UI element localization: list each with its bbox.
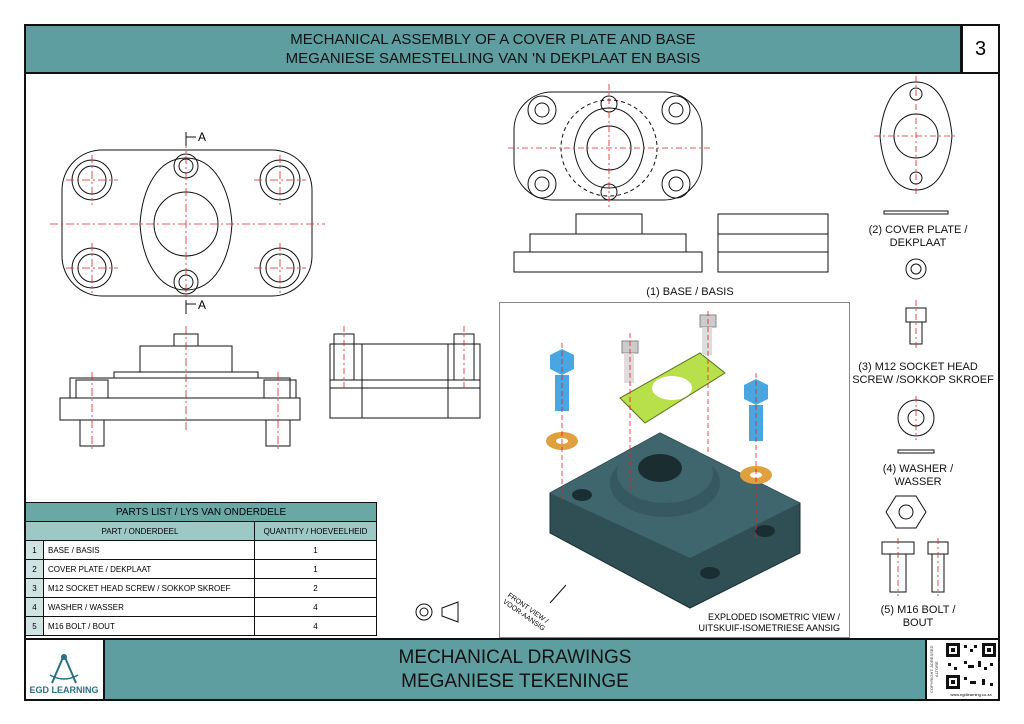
row-part: M16 BOLT / BOUT xyxy=(43,616,255,636)
base-front-view xyxy=(59,333,301,447)
label-bolt-2: BOUT xyxy=(902,617,934,629)
front-view-arrow xyxy=(549,584,567,604)
parts-centerlines xyxy=(874,76,958,596)
col-qty: QUANTITY / HOEVEELHEID xyxy=(254,521,377,541)
row-qty: 1 xyxy=(254,559,377,579)
iso-centerlines xyxy=(561,311,757,539)
row-qty: 4 xyxy=(254,616,377,636)
footer-title-afrikaans: MEGANIESE TEKENINGE xyxy=(401,670,629,692)
row-part: M12 SOCKET HEAD SCREW / SOKKOP SKROEF xyxy=(43,578,255,598)
isometric-illustration xyxy=(546,311,801,609)
row-part: BASE / BASIS xyxy=(43,540,255,560)
qr-code-icon[interactable] xyxy=(944,641,998,691)
row-number: 1 xyxy=(25,540,44,560)
section-centerlines xyxy=(343,326,465,390)
base-side-views xyxy=(513,213,829,273)
front-centerlines xyxy=(91,326,279,452)
col-part: PART / ONDERDEEL xyxy=(25,521,255,541)
base-top-centerlines xyxy=(50,140,325,305)
title-afrikaans: MEGANIESE SAMESTELLING VAN 'N DEKPLAAT E… xyxy=(285,50,701,67)
row-part: WASHER / WASSER xyxy=(43,597,255,617)
label-screw-2: SCREW /SOKKOP SKROEF xyxy=(852,374,994,386)
label-cover-2: DEKPLAAT xyxy=(889,237,947,249)
bolt-drawing xyxy=(881,495,949,593)
section-view xyxy=(329,333,481,419)
footer-frame xyxy=(24,638,1000,701)
title-english: MECHANICAL ASSEMBLY OF A COVER PLATE AND… xyxy=(290,31,696,48)
label-base: (1) BASE / BASIS xyxy=(646,286,734,298)
footer-title: MECHANICAL DRAWINGS MEGANIESE TEKENINGE xyxy=(103,640,927,699)
section-label-bottom: A xyxy=(198,298,206,312)
exploded-isometric-view xyxy=(499,302,850,638)
row-number: 5 xyxy=(25,616,44,636)
section-label-top: A xyxy=(198,130,206,144)
compass-icon xyxy=(49,654,79,684)
parts-list-table: PARTS LIST / LYS VAN ONDERDELE PART / ON… xyxy=(25,502,377,636)
logo-text: EGD LEARNING xyxy=(29,685,99,695)
base-top-view xyxy=(61,149,313,297)
row-qty: 2 xyxy=(254,578,377,598)
label-cover-1: (2) COVER PLATE / xyxy=(868,224,968,236)
label-screw-1: (3) M12 SOCKET HEAD xyxy=(858,361,978,373)
projection-symbol xyxy=(415,601,459,623)
base-isometric-top xyxy=(513,91,703,201)
row-part: COVER PLATE / DEKPLAAT xyxy=(43,559,255,579)
label-bolt-1: (5) M16 BOLT / xyxy=(880,604,956,616)
label-washer-1: (4) WASHER / xyxy=(882,463,954,475)
iso-caption: EXPLODED ISOMETRIC VIEW / UITSKUIF-ISOME… xyxy=(540,612,840,634)
section-marks xyxy=(185,132,196,314)
cover-plate-part xyxy=(619,352,726,424)
parts-list-title: PARTS LIST / LYS VAN ONDERDELE xyxy=(25,502,377,522)
sheet-number: 3 xyxy=(961,24,1000,74)
label-washer-2: WASSER xyxy=(894,476,942,488)
title-bar: MECHANICAL ASSEMBLY OF A COVER PLATE AND… xyxy=(24,24,962,74)
copyright-text: COPYRIGHT: ADRESSED ALTORE xyxy=(929,645,939,694)
website-url[interactable]: www.egdlearning.co.za xyxy=(950,692,992,697)
iso-caption-1: EXPLODED ISOMETRIC VIEW / xyxy=(707,612,840,622)
iso-caption-2: UITSKUIF-ISOMETRIESE AANSIG xyxy=(698,623,840,633)
base-body xyxy=(549,432,801,609)
egd-logo: EGD LEARNING xyxy=(26,640,102,699)
row-qty: 4 xyxy=(254,597,377,617)
footer-title-english: MECHANICAL DRAWINGS xyxy=(398,646,632,668)
row-qty: 1 xyxy=(254,540,377,560)
row-number: 3 xyxy=(25,578,44,598)
row-number: 4 xyxy=(25,597,44,617)
top-view-centerlines xyxy=(508,84,710,210)
row-number: 2 xyxy=(25,559,44,579)
